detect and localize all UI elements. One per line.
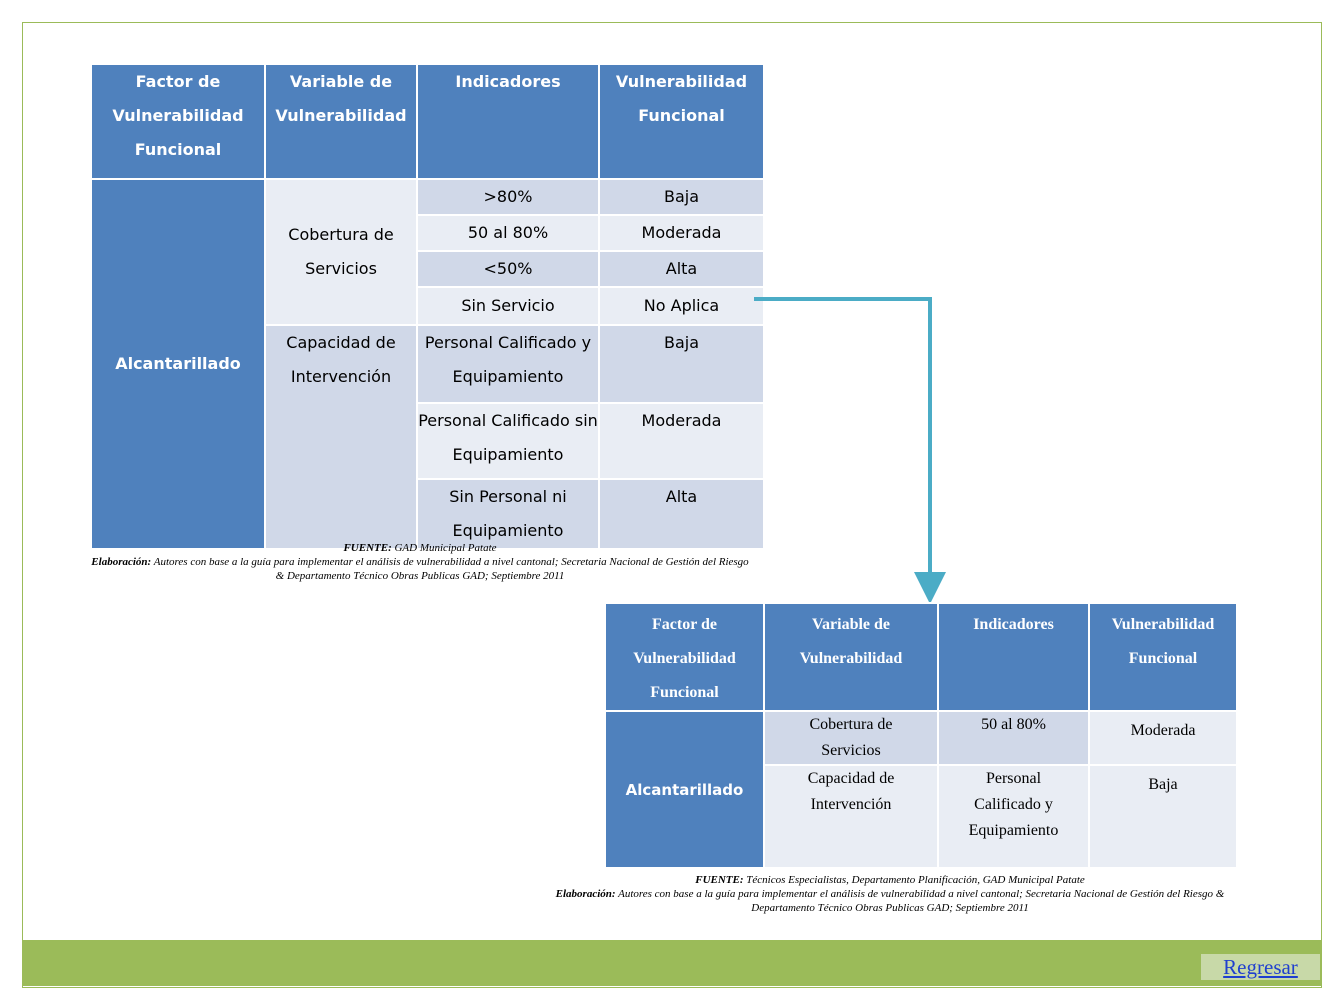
table1-source-note: FUENTE: GAD Municipal Patate Elaboración… xyxy=(90,541,750,583)
indicator-cell: >80% xyxy=(416,178,600,216)
elaboracion-label: Elaboración: xyxy=(91,556,152,568)
table2-source-note: FUENTE: Técnicos Especialistas, Departam… xyxy=(540,873,1240,915)
variable-cell: Cobertura de Servicios xyxy=(264,178,418,326)
indicator-cell: 50 al 80% xyxy=(416,214,600,252)
variable-cell: Capacidad de Intervención xyxy=(763,764,939,869)
header-indicadores: Indicadores xyxy=(416,63,600,180)
header-factor: Factor de Vulnerabilidad Funcional xyxy=(604,602,765,712)
header-variable: Variable de Vulnerabilidad xyxy=(763,602,939,712)
elaboracion-text: Autores con base a la guía para implemen… xyxy=(615,888,1225,914)
header-factor: Factor de Vulnerabilidad Funcional xyxy=(90,63,266,180)
indicator-cell: Personal Calificado sin Equipamiento xyxy=(416,402,600,480)
vulnerability-cell: No Aplica xyxy=(598,286,765,326)
variable-cell: Cobertura de Servicios xyxy=(763,710,939,766)
header-vulnerabilidad: Vulnerabilidad Funcional xyxy=(1088,602,1238,712)
vulnerability-cell: Moderada xyxy=(598,214,765,252)
factor-cell: Alcantarillado xyxy=(90,178,266,550)
result-vulnerability-table: Factor de Vulnerabilidad Funcional Varia… xyxy=(604,602,1238,869)
indicator-cell: Personal Calificado y Equipamiento xyxy=(416,324,600,404)
header-vulnerabilidad: Vulnerabilidad Funcional xyxy=(598,63,765,180)
fuente-label: FUENTE: xyxy=(343,542,392,554)
vulnerability-cell: Moderada xyxy=(1088,710,1238,766)
elaboracion-label: Elaboración: xyxy=(555,888,616,900)
factor-cell: Alcantarillado xyxy=(604,710,765,869)
elaboracion-text: Autores con base a la guía para implemen… xyxy=(151,556,749,582)
header-variable: Variable de Vulnerabilidad xyxy=(264,63,418,180)
fuente-label: FUENTE: xyxy=(695,874,744,886)
vulnerability-criteria-table: Factor de Vulnerabilidad Funcional Varia… xyxy=(90,63,765,550)
header-indicadores: Indicadores xyxy=(937,602,1090,712)
vulnerability-cell: Baja xyxy=(598,324,765,404)
footer-bar xyxy=(22,940,1322,986)
vulnerability-cell: Alta xyxy=(598,478,765,550)
fuente-text: Técnicos Especialistas, Departamento Pla… xyxy=(743,874,1085,886)
vulnerability-cell: Baja xyxy=(598,178,765,216)
vulnerability-cell: Moderada xyxy=(598,402,765,480)
vulnerability-cell: Baja xyxy=(1088,764,1238,869)
vulnerability-cell: Alta xyxy=(598,250,765,288)
fuente-text: GAD Municipal Patate xyxy=(391,542,497,554)
indicator-cell: Sin Servicio xyxy=(416,286,600,326)
regresar-link[interactable]: Regresar xyxy=(1200,953,1321,981)
indicator-cell: Sin Personal ni Equipamiento xyxy=(416,478,600,550)
variable-cell: Capacidad de Intervención xyxy=(264,324,418,550)
indicator-cell: Personal Calificado y Equipamiento xyxy=(937,764,1090,869)
indicator-cell: <50% xyxy=(416,250,600,288)
indicator-cell: 50 al 80% xyxy=(937,710,1090,766)
